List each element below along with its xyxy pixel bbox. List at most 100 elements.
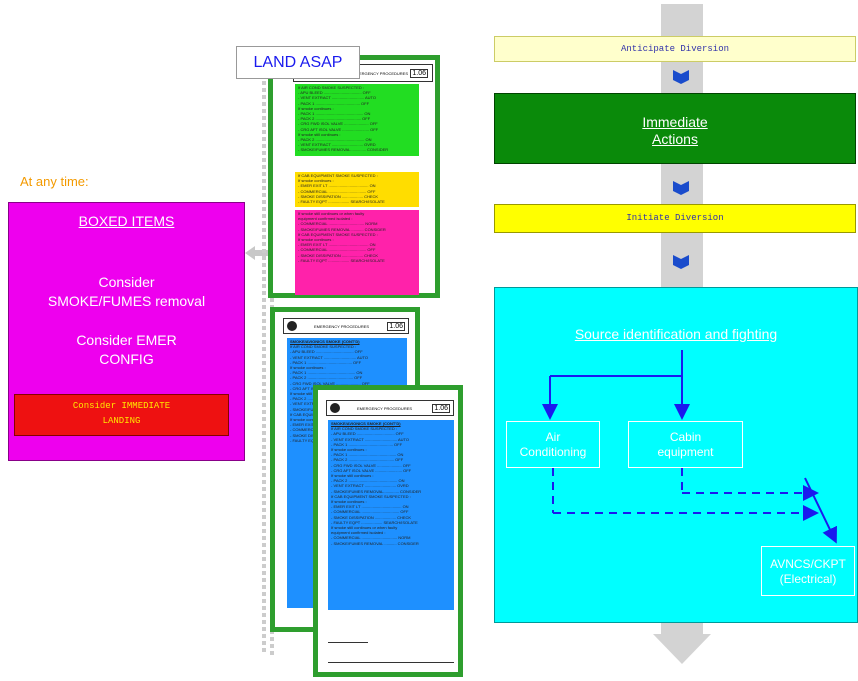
sheet-line: - VENT EXTRACT .........................… bbox=[331, 483, 409, 489]
sheet-line: If smoke still continues : bbox=[331, 473, 374, 479]
sheet-line: - COMMERCIAL ...........................… bbox=[331, 509, 409, 515]
cabin-line1: Cabin bbox=[669, 430, 702, 444]
consider-smoke-removal: Consider SMOKE/FUMES removal bbox=[9, 273, 244, 311]
consider-smoke-line2: SMOKE/FUMES removal bbox=[47, 293, 206, 309]
sheet-line: If smoke still continues : bbox=[298, 131, 341, 137]
sheet-line: - SMOKE DISSIPATION ................... … bbox=[331, 514, 412, 520]
cabin-line2: equipment bbox=[657, 445, 714, 459]
at-any-time-label: At any time: bbox=[20, 174, 89, 189]
sheet-line: If smoke continues : bbox=[290, 365, 326, 371]
sheet-line: If smoke continues : bbox=[331, 447, 367, 453]
initiate-diversion-box: Initiate Diversion bbox=[494, 204, 856, 233]
chevron-down-icon bbox=[673, 255, 689, 269]
sheet-line: - COMMERCIAL ...........................… bbox=[298, 221, 378, 227]
sheet-line: - SMOKE/FUMES REMOVAL.............. CONS… bbox=[331, 488, 422, 494]
sheet-line: - VENT EXTRACT .........................… bbox=[331, 436, 410, 442]
sheet-line: If CAB EQUIPMENT SMOKE SUSPECTED : bbox=[298, 173, 378, 178]
sheet-line: - VENT EXTRACT .........................… bbox=[298, 142, 376, 148]
sheet-line: If smoke continues : bbox=[298, 105, 334, 111]
anticipate-diversion-box: Anticipate Diversion bbox=[494, 36, 856, 62]
sheet-front-body: SMOKE/AVIONICS SMOKE (CONT'D) If AIR CON… bbox=[328, 420, 454, 610]
sheet-line: - PACK 2 ...............................… bbox=[331, 457, 404, 463]
land-asap-label: LAND ASAP bbox=[236, 46, 360, 79]
sheet-middle-header: EMERGENCY PROCEDURES 1.06 bbox=[283, 318, 409, 334]
airline-logo-icon bbox=[287, 321, 297, 331]
consider-emer-line2: CONFIG bbox=[99, 351, 154, 367]
sheet-line: If smoke still continues or when faulty bbox=[331, 525, 398, 531]
sheet-line: - PACK 1 ...............................… bbox=[331, 441, 403, 447]
sheet-line: If CAB EQUIPMENT SMOKE SUSPECTED : bbox=[331, 493, 411, 499]
sheet-line: - COMMERCIAL ...........................… bbox=[331, 535, 411, 541]
sheet-top-header-label: EMERGENCY PROCEDURES bbox=[352, 71, 408, 76]
boxed-items-title: BOXED ITEMS bbox=[78, 213, 175, 229]
sheet-line: - PACK 2 ...............................… bbox=[331, 478, 405, 484]
air-line2: Conditioning bbox=[519, 445, 587, 459]
source-identification-box: Source identification and fighting Air C… bbox=[494, 287, 858, 623]
sheet-line: If AIR COND SMOKE SUSPECTED : bbox=[298, 85, 365, 90]
immediate-actions-box: Immediate Actions bbox=[494, 93, 856, 164]
sheet-line: If smoke continues : bbox=[331, 499, 367, 505]
cab-eqpt-section-magenta: If smoke still continues or when faulty … bbox=[295, 210, 419, 295]
avncs-line1: AVNCS/CKPT bbox=[770, 557, 846, 571]
avncs-ckpt-box: AVNCS/CKPT (Electrical) bbox=[761, 546, 855, 596]
sheet-line: - VENT EXTRACT .........................… bbox=[298, 95, 377, 101]
sheet-line: - CRG FWD ISOL VALVE ...................… bbox=[290, 380, 370, 386]
sheet-line: If smoke still continues or when faulty bbox=[298, 211, 365, 216]
sheet-line: - CRG AFT ISOL VALVE ...................… bbox=[331, 467, 412, 473]
sheet-line: - PACK 1 ...............................… bbox=[298, 111, 371, 117]
sheet-line: If smoke continues : bbox=[298, 237, 334, 243]
sheet-line: - SMOKE/FUMES REMOVAL ........... CONSID… bbox=[331, 540, 419, 546]
sheet-front-header-label: EMERGENCY PROCEDURES bbox=[357, 406, 413, 411]
sheet-line: - PACK 1 ...............................… bbox=[331, 452, 404, 458]
sheet-line: - VENT EXTRACT .........................… bbox=[290, 354, 369, 360]
sheet-line: - APU BLEED ............................… bbox=[290, 349, 363, 355]
sheet-line: - COMMERCIAL ...........................… bbox=[298, 247, 376, 253]
cabin-equipment-box: Cabin equipment bbox=[628, 421, 743, 468]
sheet-line: - APU BLEED ............................… bbox=[331, 431, 404, 437]
immediate-line1: Immediate bbox=[642, 114, 708, 130]
sheet-line: If AIR COND SMOKE SUSPECTED : bbox=[331, 426, 398, 432]
sheet-footer-line bbox=[328, 662, 454, 663]
sheet-footer-line bbox=[328, 642, 368, 643]
flow-arrows bbox=[542, 350, 837, 544]
source-identification-title: Source identification and fighting bbox=[574, 326, 778, 342]
sheet-line: - PACK 1 ...............................… bbox=[290, 359, 362, 365]
sheet-line: - FAULTY EQPT ................... SEARCH… bbox=[331, 519, 418, 525]
sheet-top-page: 1.06 bbox=[410, 69, 428, 78]
sheet-line: equipment confirmed isolated : bbox=[331, 530, 386, 536]
sheet-line: - PACK 2 ...............................… bbox=[290, 375, 363, 381]
sheet-line: - EMER EXIT LT .........................… bbox=[298, 242, 376, 248]
sheet-line: - PACK 1 ...............................… bbox=[298, 100, 370, 106]
consider-smoke-line1: Consider bbox=[98, 274, 155, 290]
boxed-items-box: BOXED ITEMS Consider SMOKE/FUMES removal… bbox=[8, 202, 245, 461]
sheet-middle-page: 1.06 bbox=[387, 322, 405, 331]
sheet-front-page: 1.06 bbox=[432, 404, 450, 413]
avncs-line2: (Electrical) bbox=[779, 572, 837, 586]
air-conditioning-box: Air Conditioning bbox=[506, 421, 600, 468]
sheet-line: - PACK 2 ...............................… bbox=[298, 116, 371, 122]
landing-line1: Consider IMMEDIATE bbox=[72, 401, 171, 411]
sheet-line: If smoke still continues : bbox=[290, 391, 333, 397]
chevron-down-icon bbox=[673, 181, 689, 195]
sheet-line: - APU BLEED ............................… bbox=[298, 90, 371, 96]
sheet-line: - CRG FWD ISOL VALVE ...................… bbox=[298, 121, 378, 127]
sheet-line: - PACK 2 ...............................… bbox=[298, 137, 372, 143]
sheet-line: If smoke continues : bbox=[298, 178, 334, 184]
sheet-line: - PACK 1 ...............................… bbox=[290, 370, 363, 376]
sheet-line: equipment confirmed isolated : bbox=[298, 216, 353, 222]
sheet-line: - EMER EXIT LT .........................… bbox=[298, 183, 376, 189]
sheet-front-header: EMERGENCY PROCEDURES 1.06 bbox=[326, 400, 454, 416]
sheet-line: - SMOKE/FUMES REMOVAL ........... CONSID… bbox=[298, 226, 386, 232]
sheet-line: - SMOKE DISSIPATION ................... … bbox=[298, 193, 379, 199]
sheet-line: If AIR COND SMOKE SUSPECTED : bbox=[290, 344, 357, 350]
procedure-sheet-front: EMERGENCY PROCEDURES 1.06 SMOKE/AVIONICS… bbox=[313, 385, 463, 677]
consider-immediate-landing: Consider IMMEDIATE LANDING bbox=[14, 394, 229, 436]
consider-emer-line1: Consider EMER bbox=[76, 332, 177, 348]
sheet-line: - CRG FWD ISOL VALVE ...................… bbox=[331, 462, 411, 468]
consider-emer-config: Consider EMER CONFIG bbox=[9, 331, 244, 369]
sheet-line: If CAB EQUIPMENT SMOKE SUSPECTED : bbox=[298, 231, 378, 237]
sheet-title: SMOKE/AVIONICS SMOKE (CONT'D) bbox=[290, 339, 360, 344]
chevron-down-icon bbox=[673, 70, 689, 84]
sheet-line: - SMOKE/FUMES REMOVAL.............. CONS… bbox=[298, 147, 389, 153]
landing-line2: LANDING bbox=[102, 416, 141, 426]
